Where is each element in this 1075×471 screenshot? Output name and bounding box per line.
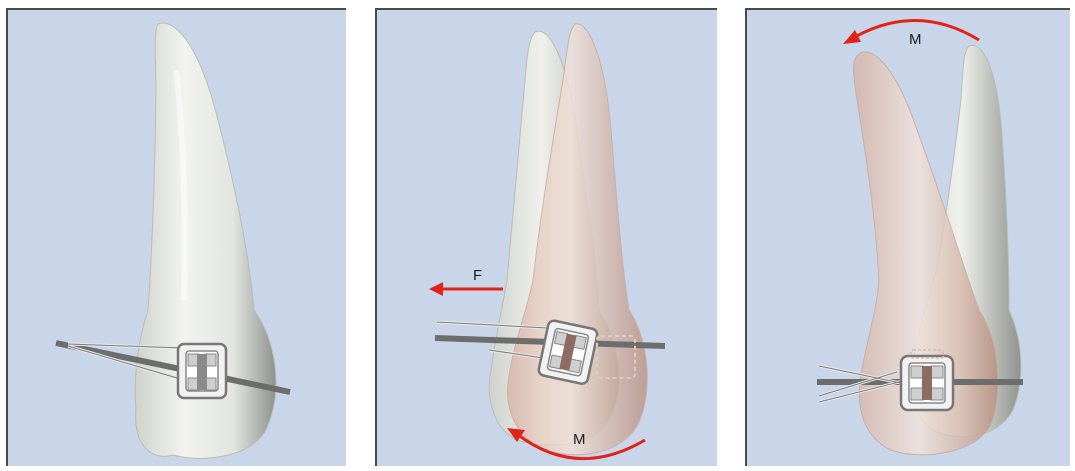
moment-label: M <box>573 431 586 448</box>
bracket <box>178 344 226 398</box>
bracket <box>538 320 599 385</box>
tooth-diagram-initial <box>8 10 346 466</box>
force-arrow <box>429 282 503 296</box>
bracket <box>901 350 953 410</box>
panel-moment-applied: M <box>745 8 1070 466</box>
panel-force-applied: F M <box>375 8 717 466</box>
tooth-diagram-force: F M <box>377 10 717 466</box>
tooth-diagram-moment: M <box>747 10 1070 466</box>
panel-initial-position <box>6 8 346 466</box>
force-label: F <box>473 267 482 284</box>
moment-label: M <box>909 31 922 48</box>
